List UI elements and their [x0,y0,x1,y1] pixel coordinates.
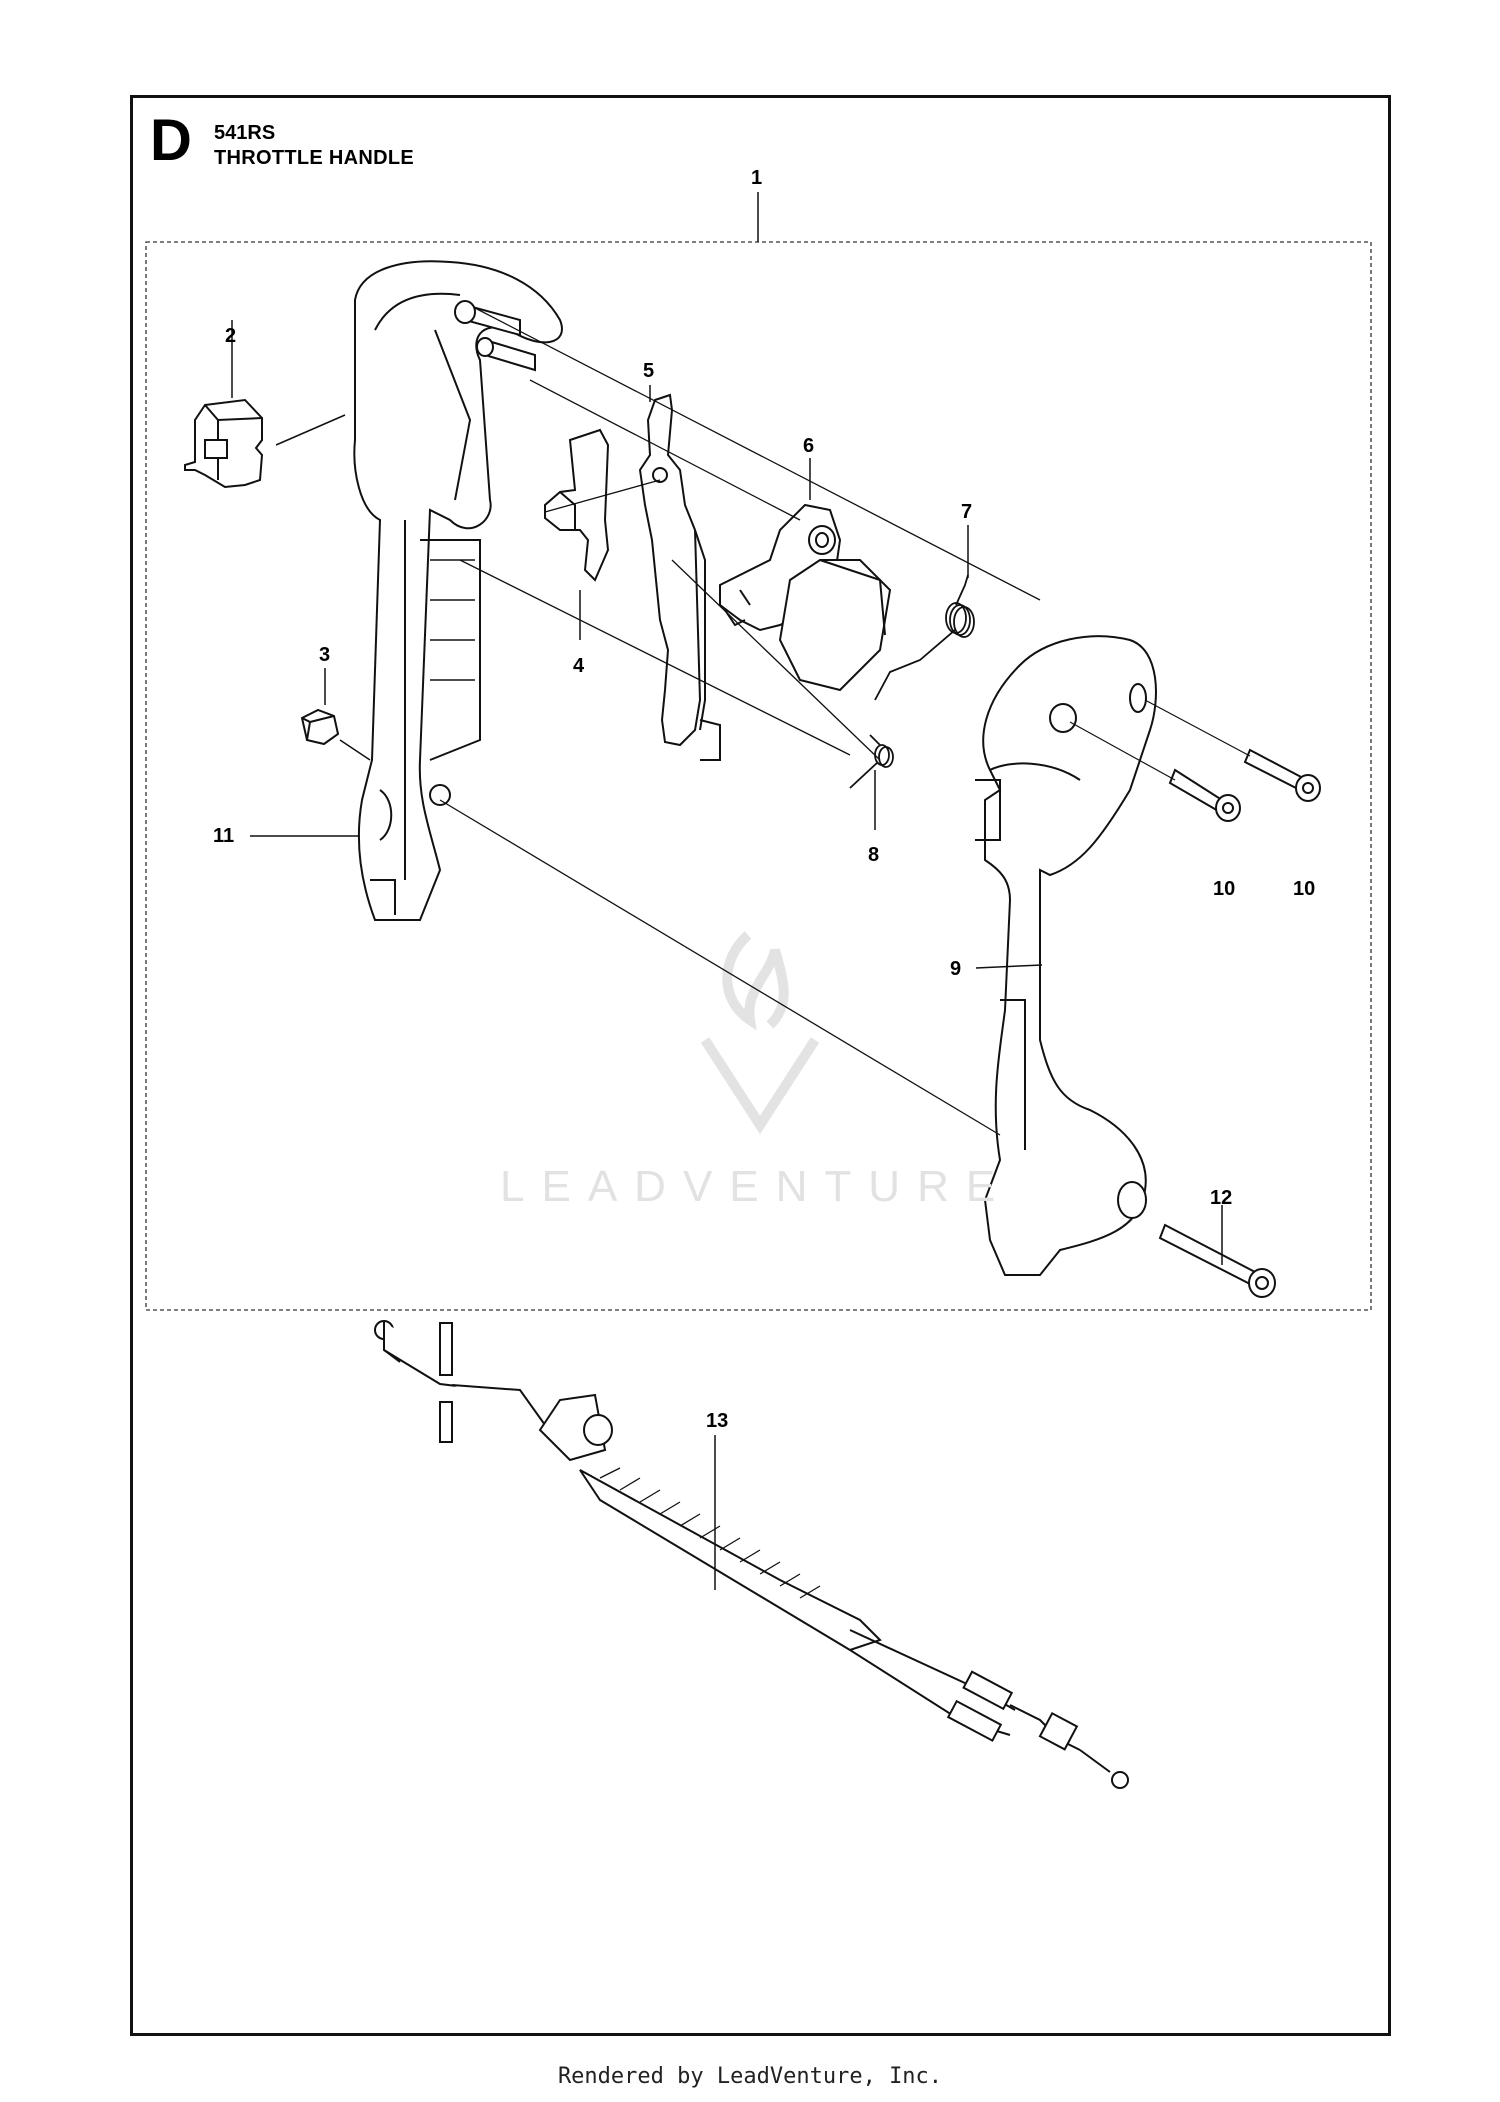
callout-11: 11 [213,825,234,847]
model-number: 541RS [214,122,276,144]
small-spring [849,734,894,789]
callout-5: 5 [643,360,654,382]
watermark-text: LEADVENTURE [500,1162,1013,1211]
callout-4: 4 [573,655,585,677]
diagram-frame [130,95,1391,2036]
throttle-trigger [638,393,721,761]
screw-long [1243,748,1321,802]
callout-7: 7 [961,501,972,523]
callout-10a: 10 [1213,878,1235,900]
assembly-boundary [145,241,1372,1311]
screw-short [1168,768,1241,822]
callout-9: 9 [950,958,961,980]
callout-1: 1 [751,167,762,189]
footer-credit: Rendered by LeadVenture, Inc. [557,2064,943,2089]
throttle-lock-lever [544,428,610,582]
handle-half-right [975,635,1157,1276]
callout-8: 8 [868,844,879,866]
callout-13: 13 [706,1410,728,1432]
callout-3: 3 [319,644,330,666]
callout-6: 6 [803,435,814,457]
bolt [1158,1223,1276,1298]
diagram-title: THROTTLE HANDLE [214,147,415,169]
hex-nut [300,708,340,746]
guide-pins [454,300,536,372]
callout-2: 2 [225,325,236,347]
throttle-cable [374,1320,1129,1789]
section-letter: D [150,108,192,173]
leadventure-logo [700,931,820,1135]
callout-10b: 10 [1293,878,1315,900]
throttle-lever [719,503,892,692]
torsion-spring [874,574,975,701]
stop-switch [184,398,264,489]
handle-half-left [353,260,563,921]
callout-12: 12 [1210,1187,1232,1209]
callout-labels: 1 2 3 4 5 6 7 8 9 10 10 11 12 13 [213,167,1315,1432]
